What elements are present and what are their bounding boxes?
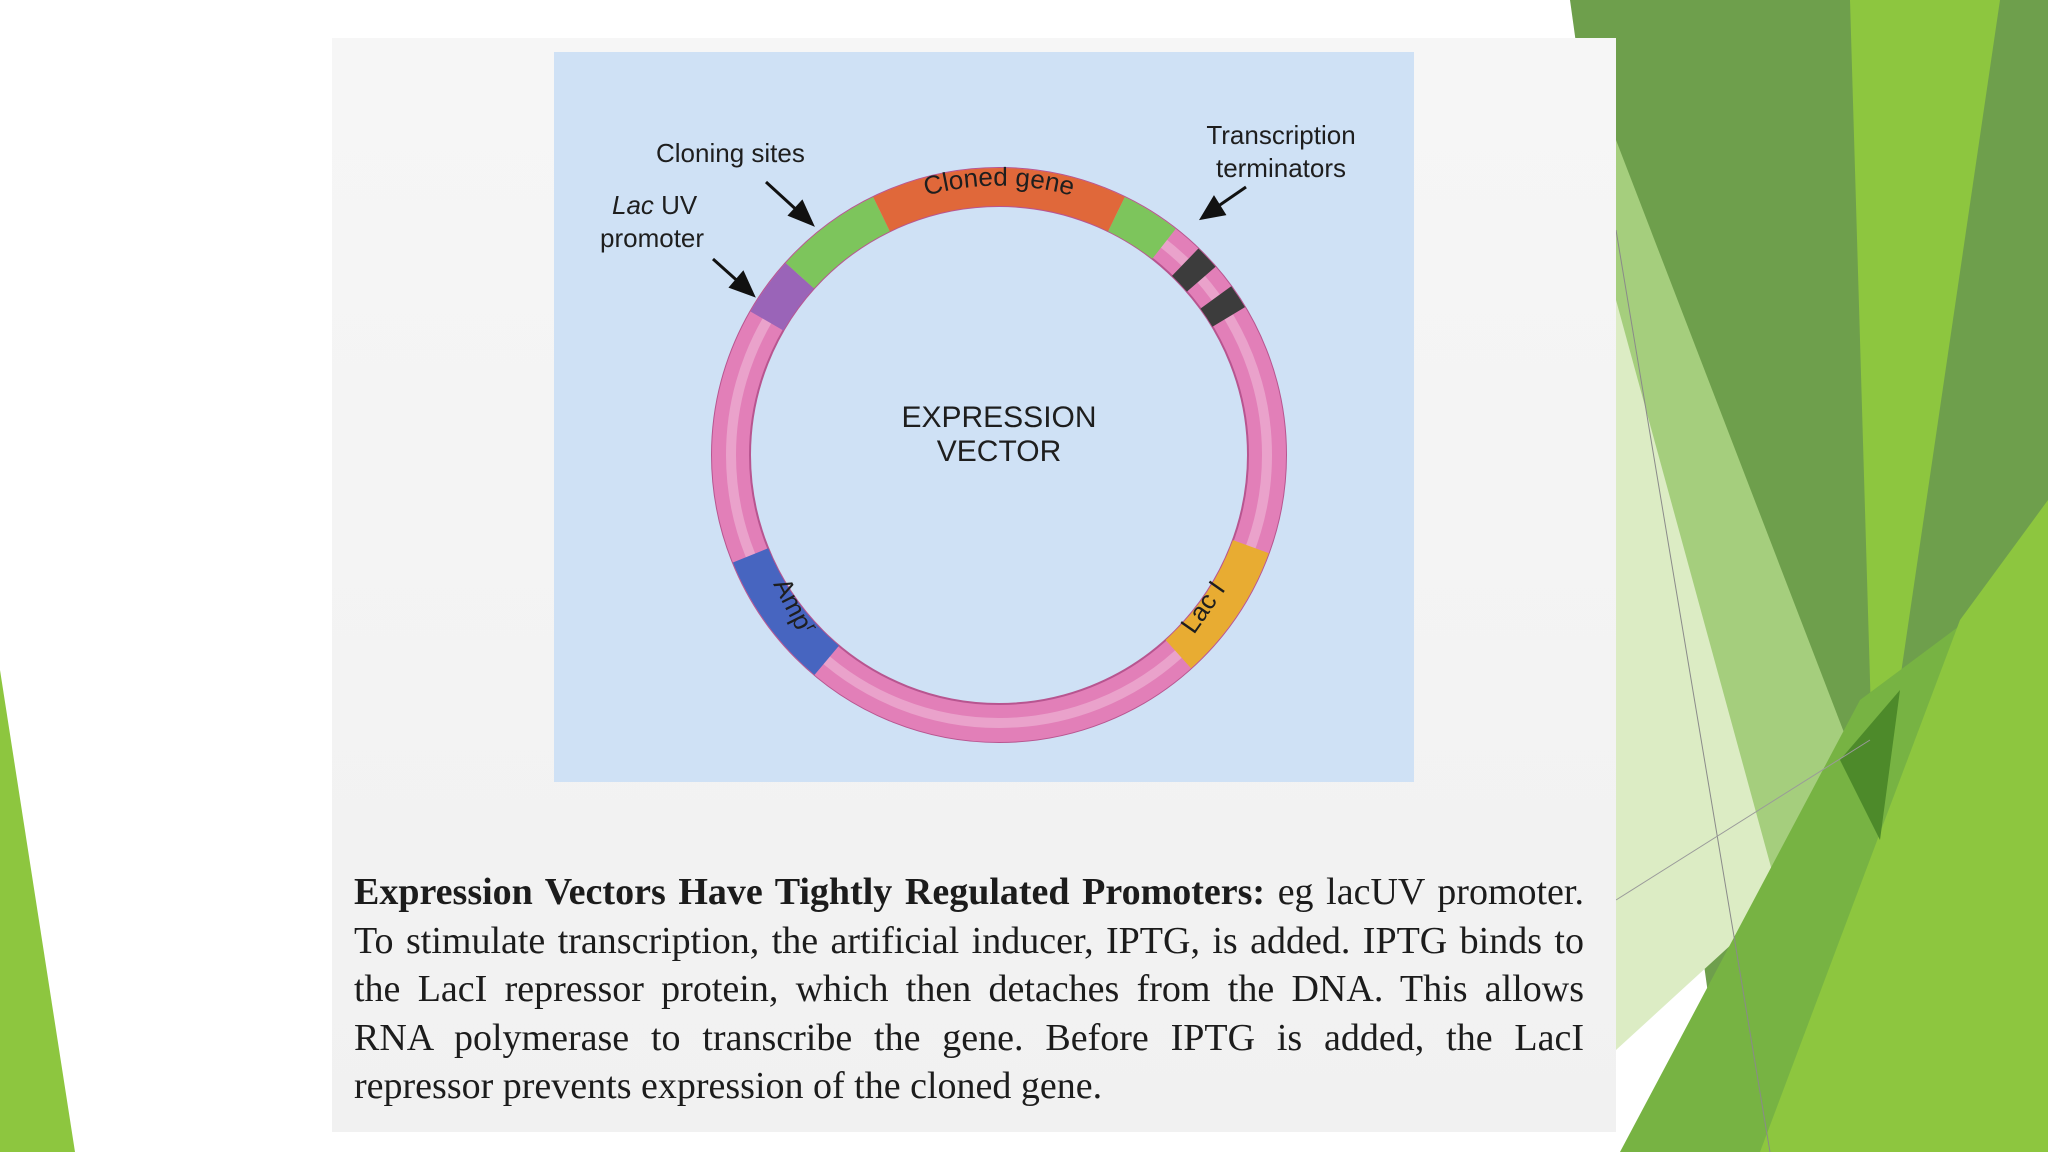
right-facet-pale (1616, 300, 1780, 1050)
terminators-label-line2: terminators (1216, 153, 1346, 183)
terminator-segment (1200, 286, 1246, 327)
laci-segment (1165, 539, 1269, 669)
arrow-lac-promoter (711, 257, 756, 298)
cloning-sites-label: Cloning sites (656, 138, 805, 168)
arrow-terminators (1199, 185, 1247, 221)
cloned-gene-segment (873, 168, 1125, 232)
figure-caption: Expression Vectors Have Tightly Regulate… (354, 868, 1584, 1111)
lac-italic: Lac (612, 190, 654, 220)
promoter-segment (750, 262, 815, 331)
cloning-site-right-segment (1107, 197, 1176, 259)
right-facet-mid (1850, 0, 2000, 850)
left-green-facet (0, 670, 75, 1152)
facet-line (1615, 739, 1871, 901)
terminators-label-line1: Transcription (1206, 120, 1355, 150)
center-title-line2: VECTOR (937, 435, 1061, 468)
caption-lead: Expression Vectors Have Tightly Regulate… (354, 871, 1266, 913)
lac-promoter-label-line2: promoter (600, 223, 704, 253)
lac-uv-text: UV (654, 190, 698, 220)
center-title-line1: EXPRESSION (901, 401, 1096, 434)
lac-promoter-label-line1: Lac UV (612, 190, 698, 220)
right-facet-deep (1840, 690, 1900, 840)
terminator-segment (1171, 248, 1216, 292)
cloning-site-left-segment (785, 197, 891, 289)
caption-body: eg lacUV promoter. To stimulate transcri… (354, 871, 1584, 1107)
expression-vector-diagram: Cloned gene Ampr Lac I EXPRESSION VECTOR… (554, 52, 1414, 782)
amp-resistance-segment (732, 547, 840, 675)
arrow-cloning-sites (764, 180, 815, 227)
facet-line (1615, 229, 1771, 1152)
figure-card: Cloned gene Ampr Lac I EXPRESSION VECTOR… (332, 38, 1616, 1132)
right-facet-bright (1760, 500, 2048, 1152)
